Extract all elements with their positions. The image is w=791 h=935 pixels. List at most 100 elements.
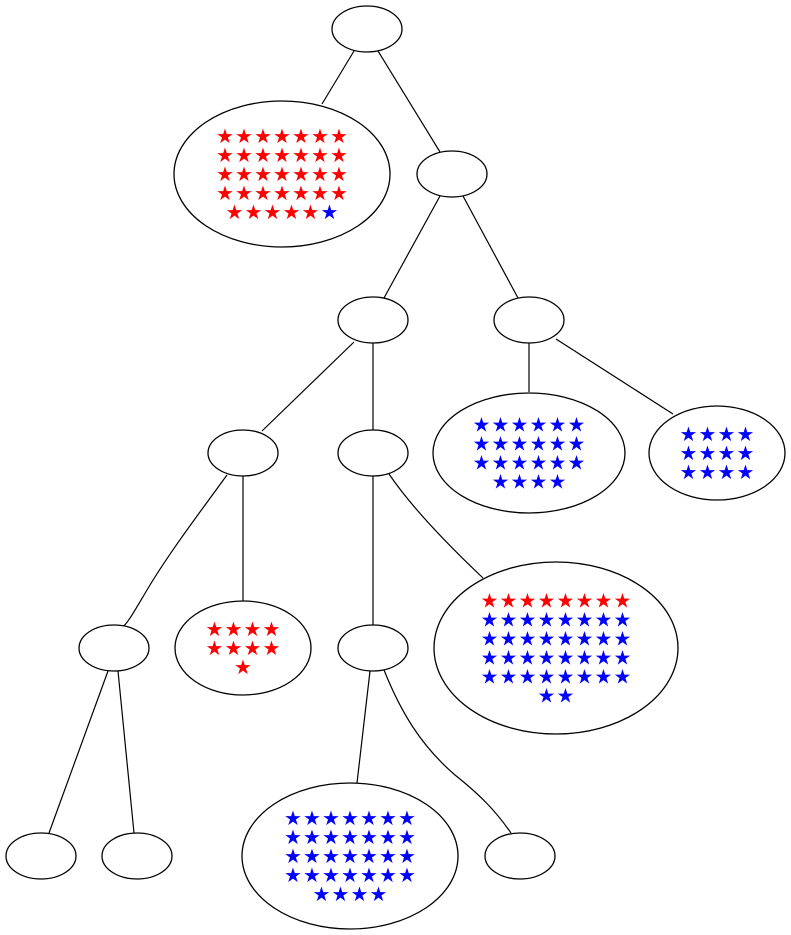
node-ellipse: [416, 150, 488, 198]
blue-star-icon: ★: [557, 608, 575, 632]
blue-star-icon: ★: [398, 863, 416, 887]
blue-star-icon: ★: [737, 460, 755, 484]
node-ellipse: [433, 561, 679, 735]
blue-star-icon: ★: [492, 413, 510, 437]
blue-star-icon: ★: [538, 684, 556, 708]
blue-star-icon: ★: [511, 451, 529, 475]
red-star-icon: ★: [500, 589, 518, 613]
blue-star-icon: ★: [322, 806, 340, 830]
blue-star-icon: ★: [519, 665, 537, 689]
blue-star-icon: ★: [341, 806, 359, 830]
blue-star-icon: ★: [699, 422, 717, 446]
blue-star-icon: ★: [360, 863, 378, 887]
node-ellipse: [78, 624, 150, 672]
red-star-icon: ★: [273, 143, 291, 167]
red-star-icon: ★: [283, 200, 301, 224]
red-star-icon: ★: [538, 589, 556, 613]
node-n2: [416, 150, 488, 198]
red-star-icon: ★: [254, 143, 272, 167]
blue-star-icon: ★: [360, 825, 378, 849]
blue-star-icon: ★: [360, 844, 378, 868]
node-n8: [337, 624, 409, 672]
blue-star-icon: ★: [303, 806, 321, 830]
blue-star-icon: ★: [549, 451, 567, 475]
blue-star-icon: ★: [500, 627, 518, 651]
node-n5: [207, 429, 279, 477]
blue-star-icon: ★: [360, 806, 378, 830]
blue-star-icon: ★: [557, 627, 575, 651]
blue-star-icon: ★: [568, 451, 586, 475]
blue-star-icon: ★: [341, 844, 359, 868]
blue-star-icon: ★: [680, 441, 698, 465]
red-star-icon: ★: [519, 589, 537, 613]
blue-star-icon: ★: [284, 825, 302, 849]
blue-star-icon: ★: [303, 825, 321, 849]
blue-star-icon: ★: [321, 200, 339, 224]
blue-star-icon: ★: [614, 608, 632, 632]
blue-star-icon: ★: [699, 441, 717, 465]
blue-star-icon: ★: [557, 646, 575, 670]
red-star-icon: ★: [245, 200, 263, 224]
blue-star-icon: ★: [492, 470, 510, 494]
blue-star-icon: ★: [322, 825, 340, 849]
blue-star-icon: ★: [341, 825, 359, 849]
red-star-icon: ★: [292, 181, 310, 205]
node-n6: [337, 429, 409, 477]
blue-star-icon: ★: [718, 460, 736, 484]
blue-star-icon: ★: [473, 413, 491, 437]
blue-star-icon: ★: [341, 863, 359, 887]
blue-star-icon: ★: [737, 441, 755, 465]
red-star-icon: ★: [330, 181, 348, 205]
blue-star-icon: ★: [492, 432, 510, 456]
edge-n5-to-n7: [121, 474, 228, 628]
red-star-icon: ★: [330, 162, 348, 186]
red-star-icon: ★: [311, 162, 329, 186]
blue-star-icon: ★: [737, 422, 755, 446]
red-star-icon: ★: [264, 200, 282, 224]
blue-star-icon: ★: [519, 608, 537, 632]
blue-star-icon: ★: [680, 422, 698, 446]
blue-star-icon: ★: [303, 844, 321, 868]
red-star-icon: ★: [244, 636, 262, 660]
blue-star-icon: ★: [718, 441, 736, 465]
blue-star-icon: ★: [398, 825, 416, 849]
blue-star-icon: ★: [718, 422, 736, 446]
blue-star-icon: ★: [699, 460, 717, 484]
blue-star-icon: ★: [332, 882, 350, 906]
nodes-layer: ★★★★★★★★★★★★★★★★★★★★★★★★★★★★★★★★★★★★★★★★…: [5, 5, 786, 930]
node-leaf-d: ★★★★★★★★★: [174, 600, 312, 696]
node-leaf-a: ★★★★★★★★★★★★★★★★★★★★★★★★★★★★★★★★★★: [173, 100, 391, 248]
red-star-icon: ★: [254, 181, 272, 205]
blue-star-icon: ★: [530, 432, 548, 456]
edge-root-to-leaf-a: [321, 50, 355, 105]
red-star-icon: ★: [273, 181, 291, 205]
red-star-icon: ★: [311, 143, 329, 167]
blue-star-icon: ★: [284, 863, 302, 887]
blue-star-icon: ★: [511, 470, 529, 494]
blue-star-icon: ★: [595, 608, 613, 632]
blue-star-icon: ★: [530, 413, 548, 437]
red-star-icon: ★: [254, 124, 272, 148]
blue-star-icon: ★: [379, 825, 397, 849]
blue-star-icon: ★: [538, 608, 556, 632]
blue-star-icon: ★: [511, 413, 529, 437]
node-leaf-h: ★★★★★★★★★★★★★★★★★★★★★★★★★★★★★★★★: [241, 782, 459, 930]
red-star-icon: ★: [225, 636, 243, 660]
red-star-icon: ★: [225, 617, 243, 641]
node-leaf-g: [101, 832, 173, 880]
edge-n8-to-leaf-h: [356, 670, 371, 784]
blue-star-icon: ★: [500, 646, 518, 670]
red-star-icon: ★: [576, 589, 594, 613]
edge-root-to-n2: [377, 50, 441, 153]
red-star-icon: ★: [311, 124, 329, 148]
blue-star-icon: ★: [549, 470, 567, 494]
blue-star-icon: ★: [519, 646, 537, 670]
red-star-icon: ★: [226, 200, 244, 224]
edge-n7-to-leaf-f: [48, 670, 109, 834]
blue-star-icon: ★: [398, 806, 416, 830]
blue-star-icon: ★: [481, 627, 499, 651]
blue-star-icon: ★: [379, 863, 397, 887]
red-star-icon: ★: [614, 589, 632, 613]
blue-star-icon: ★: [500, 665, 518, 689]
